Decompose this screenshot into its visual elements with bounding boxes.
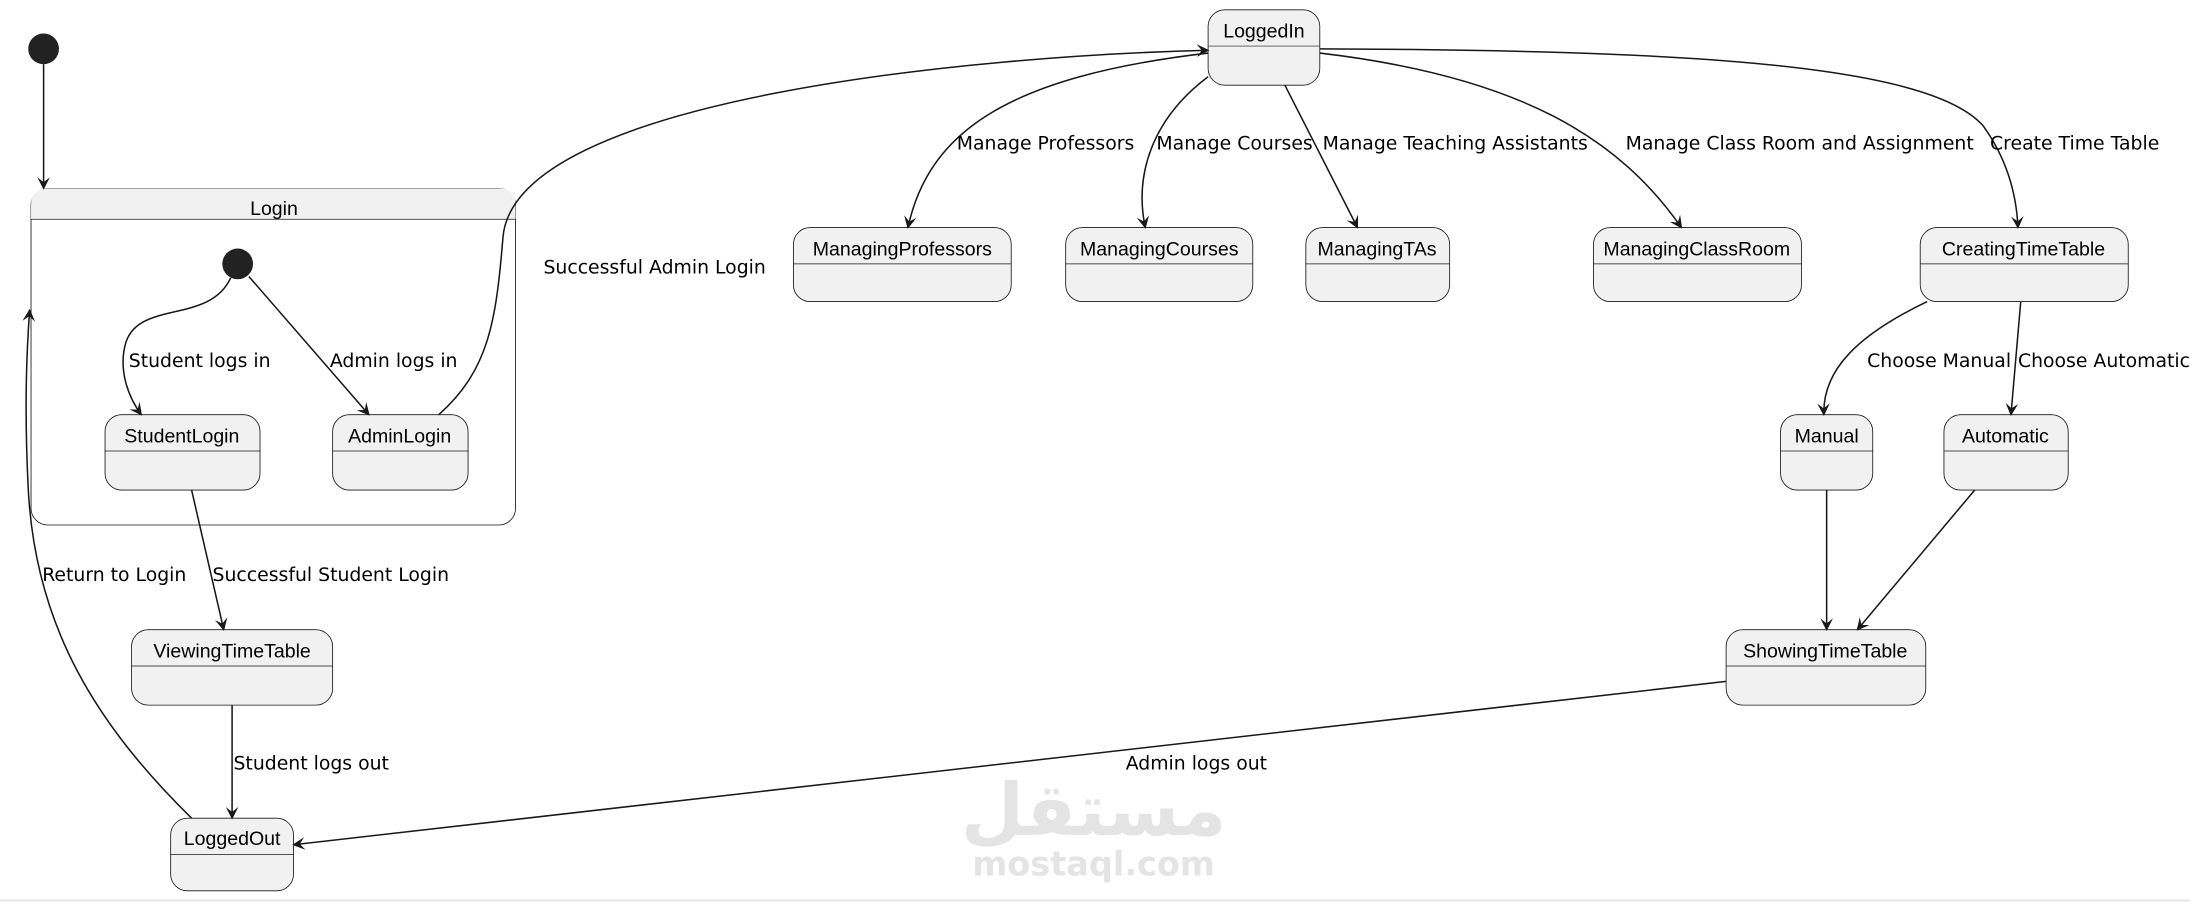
state-managing-courses-label: ManagingCourses — [1080, 239, 1239, 261]
edge-student-logs-in — [122, 277, 232, 416]
label-create-timetable: Create Time Table — [1990, 133, 2159, 154]
state-managing-professors-label: ManagingProfessors — [813, 239, 992, 261]
state-showing-timetable[interactable]: ShowingTimeTable — [1725, 629, 1927, 706]
edge-successful-student-login — [190, 489, 228, 631]
state-student-login[interactable]: StudentLogin — [104, 414, 261, 491]
state-creating-timetable[interactable]: CreatingTimeTable — [1919, 227, 2129, 303]
watermark-latin: mostaql.com — [972, 844, 1214, 883]
edge-manage-courses — [1136, 76, 1209, 229]
state-automatic-label: Automatic — [1962, 426, 2049, 448]
edge-manage-tas — [1284, 84, 1359, 229]
label-manage-classroom: Manage Class Room and Assignment — [1626, 133, 1974, 154]
edge-choose-automatic — [2005, 301, 2022, 416]
label-student-logs-in: Student logs in — [129, 351, 271, 372]
label-manage-professors: Manage Professors — [957, 133, 1135, 154]
initial-state — [28, 33, 59, 65]
state-admin-login[interactable]: AdminLogin — [332, 414, 469, 491]
state-student-login-label: StudentLogin — [124, 426, 239, 448]
state-managing-tas[interactable]: ManagingTAs — [1305, 227, 1451, 303]
state-admin-login-label: AdminLogin — [348, 426, 451, 448]
edge-successful-admin-login — [438, 44, 1210, 416]
edge-manage-classroom — [1319, 52, 1683, 229]
label-successful-student-login: Successful Student Login — [213, 565, 449, 586]
state-managing-professors[interactable]: ManagingProfessors — [792, 227, 1012, 303]
label-return-to-login: Return to Login — [42, 565, 186, 586]
label-choose-automatic: Choose Automatic — [2018, 351, 2190, 372]
state-manual[interactable]: Manual — [1780, 414, 1874, 491]
label-manage-tas: Manage Teaching Assistants — [1323, 133, 1588, 154]
state-login-title: Login — [250, 198, 298, 220]
edge-choose-manual — [1817, 300, 1928, 416]
label-successful-admin-login: Successful Admin Login — [543, 258, 765, 279]
state-logged-out-label: LoggedOut — [184, 828, 281, 850]
state-managing-tas-label: ManagingTAs — [1318, 239, 1437, 261]
state-logged-in[interactable]: LoggedIn — [1207, 9, 1321, 86]
label-choose-manual: Choose Manual — [1867, 351, 2011, 372]
login-initial-state — [222, 248, 254, 280]
transitions — [22, 44, 2024, 850]
watermark-arabic: مستقل — [961, 769, 1226, 853]
label-admin-logs-out: Admin logs out — [1126, 753, 1267, 774]
edge-create-timetable — [1319, 48, 2024, 229]
state-viewing-timetable[interactable]: ViewingTimeTable — [131, 629, 334, 706]
state-showing-timetable-label: ShowingTimeTable — [1743, 641, 1907, 663]
state-managing-classroom[interactable]: ManagingClassRoom — [1593, 227, 1802, 303]
state-viewing-timetable-label: ViewingTimeTable — [153, 641, 310, 663]
state-managing-classroom-label: ManagingClassRoom — [1603, 239, 1790, 261]
edge-automatic-showing — [1856, 489, 1976, 631]
state-logged-out[interactable]: LoggedOut — [170, 817, 294, 892]
edge-return-to-login — [22, 308, 193, 819]
state-creating-timetable-label: CreatingTimeTable — [1942, 239, 2105, 261]
label-student-logs-out: Student logs out — [233, 753, 388, 774]
state-logged-in-label: LoggedIn — [1223, 21, 1304, 43]
state-managing-courses[interactable]: ManagingCourses — [1065, 227, 1254, 303]
state-manual-label: Manual — [1795, 426, 1859, 448]
watermark: مستقل mostaql.com — [961, 769, 1226, 883]
edge-admin-logs-out — [292, 680, 1727, 850]
edge-admin-logs-in — [248, 275, 370, 416]
label-manage-courses: Manage Courses — [1156, 133, 1312, 154]
state-automatic[interactable]: Automatic — [1943, 414, 2069, 491]
label-admin-logs-in: Admin logs in — [330, 351, 458, 372]
edge-manage-professors — [904, 52, 1209, 229]
